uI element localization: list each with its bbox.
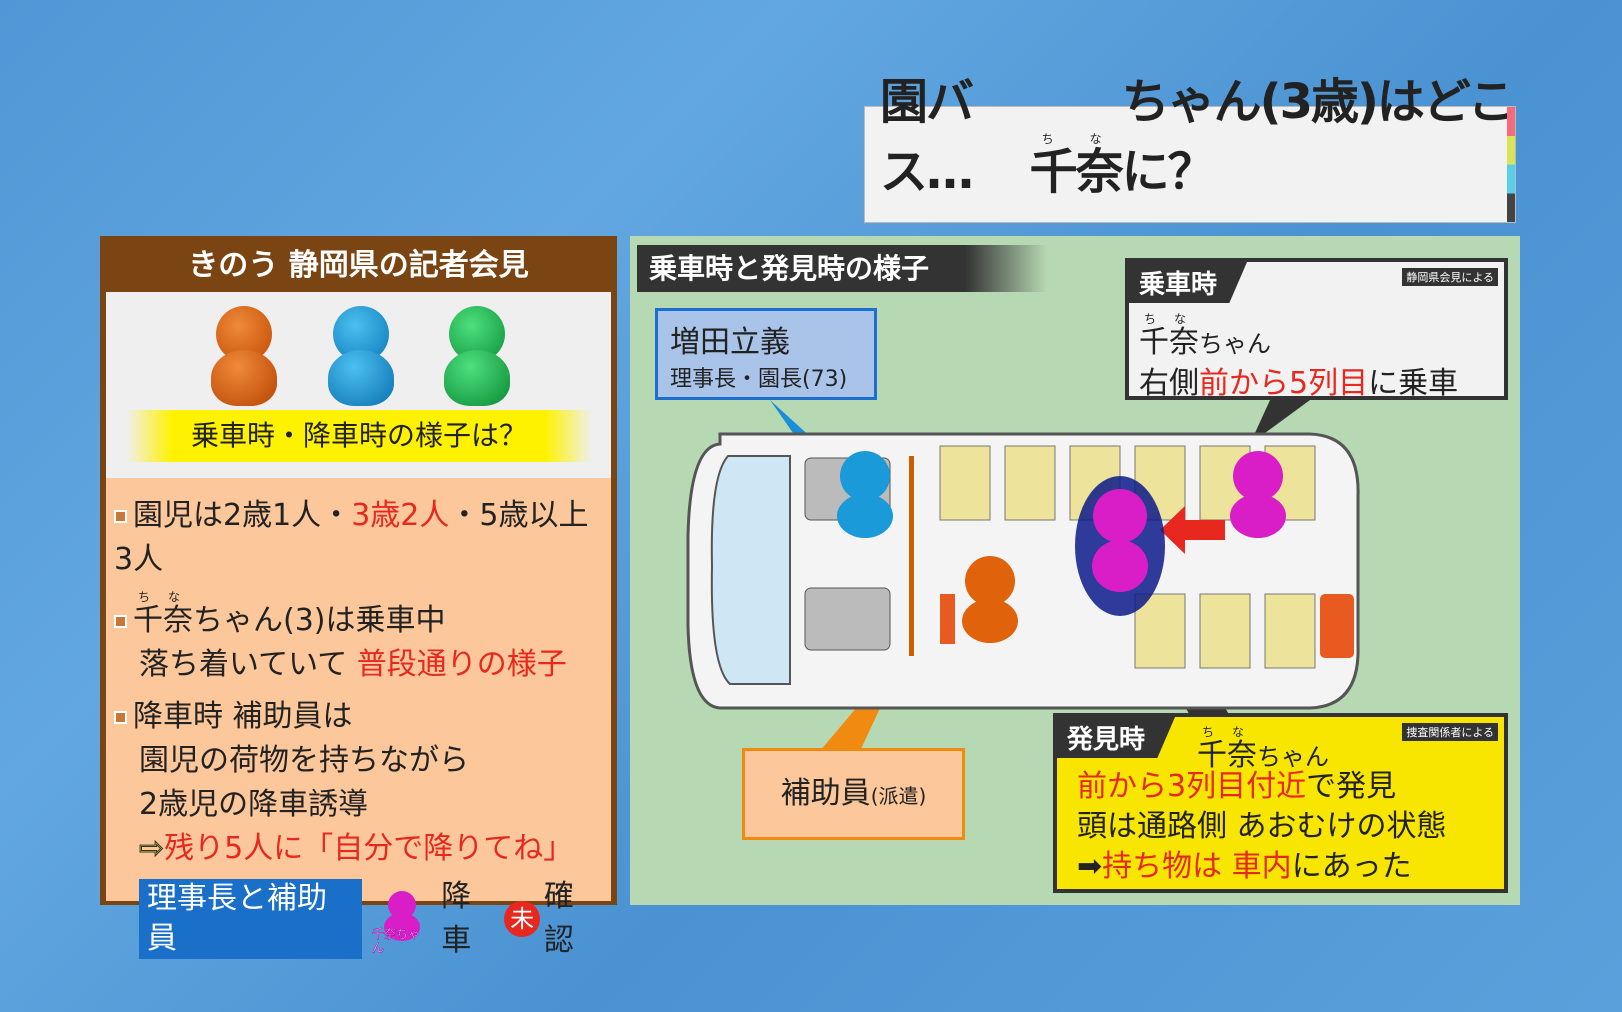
fact-highlight: 残り5人に「自分で降りてね」 xyxy=(164,831,574,866)
bullet-icon xyxy=(114,510,127,523)
facts-list: 園児は2歳1人・3歳2人・5歳以上3人 千奈ちなちゃん(3)は乗車中 落ち着いて… xyxy=(106,478,611,959)
staff-label: 理事長と補助員 xyxy=(139,879,363,959)
fact-chinachan: 千奈ちなちゃん(3)は乗車中 xyxy=(114,590,603,643)
arrow-left-icon xyxy=(1160,506,1225,554)
chinachan-boarding-body xyxy=(1230,494,1286,538)
fact-highlight: 3歳2人 xyxy=(351,498,450,533)
arrow-right-icon: ⇨ xyxy=(138,831,165,867)
seat xyxy=(939,445,991,521)
found-tag: 発見時 xyxy=(1057,717,1176,758)
bullet-icon xyxy=(114,615,127,628)
fact-line: 園児の荷物を持ちながら xyxy=(139,743,469,778)
windshield xyxy=(710,455,791,685)
assistant-body xyxy=(962,599,1018,643)
found-text: 前から3列目付近で発見 頭は通路側 あおむけの状態 ➡持ち物は 車内にあった xyxy=(1077,767,1447,887)
fact-arrow-line: ⇨残り5人に「自分で降りてね」 xyxy=(114,827,603,871)
boarding-side: 右側 xyxy=(1139,366,1199,401)
seat xyxy=(1004,445,1056,521)
figures-area: 乗車時・降車時の様子は？ xyxy=(106,292,611,478)
ruby-text: ちな xyxy=(133,590,193,604)
title-banner: 園バス… 千奈ちな ちゃん(3歳)はどこに？ xyxy=(865,74,1515,222)
bullet-icon xyxy=(114,711,127,724)
title-text-pre: 園バス… xyxy=(880,74,974,200)
found-location: 前から3列目付近 xyxy=(1077,769,1307,804)
boarding-text: 千奈ちなちゃん 右側前から5列目に乗車 xyxy=(1139,312,1458,404)
title-ruby: ちな xyxy=(1029,132,1122,146)
ruby-text: ちな xyxy=(1197,725,1257,739)
found-source: 捜査関係者による xyxy=(1402,723,1498,741)
fact-text: 降車時 補助員は xyxy=(133,699,353,734)
assistant-label: 補助員 xyxy=(780,776,871,811)
name-text: 千奈 xyxy=(1139,325,1199,360)
assistant-head xyxy=(965,556,1015,606)
fact-unloading: 降車時 補助員は xyxy=(114,695,603,739)
partition xyxy=(909,456,914,656)
fact-highlight: 普段通りの様子 xyxy=(356,647,567,682)
text-confirm: 確認 xyxy=(543,879,574,958)
found-text-b: にあった xyxy=(1291,849,1412,884)
chinachan-boarding-head xyxy=(1233,451,1283,501)
chinachan-found-body xyxy=(1092,540,1148,592)
press-conference-panel: きのう 静岡県の記者会見 乗車時・降車時の様子は？ 園児は2歳1人・3歳2人・5… xyxy=(100,236,617,959)
person-orange-icon xyxy=(211,306,277,406)
boarding-action: に乗車 xyxy=(1368,366,1459,401)
fact-text: ちゃん(3)は乗車中 xyxy=(193,603,446,638)
unconfirmed-line: 理事長と補助員 千奈ちゃん 降車未確認 xyxy=(114,875,603,963)
panel-header: きのう 静岡県の記者会見 xyxy=(188,248,529,283)
rear-seat xyxy=(1320,594,1354,658)
title-name: 千奈ちな xyxy=(1029,132,1124,202)
chinachan-label: 千奈ちゃん xyxy=(372,927,421,956)
seat xyxy=(1134,593,1186,669)
ruby-text: ちな xyxy=(1139,312,1199,326)
name-suffix: ちゃん xyxy=(1199,330,1271,358)
question-label: 乗車時・降車時の様子は？ xyxy=(126,410,592,462)
arrow-right-icon: ➡ xyxy=(1077,849,1103,884)
fact-text: 落ち着いていて xyxy=(139,647,357,682)
name-ruby: 千奈ちな xyxy=(133,590,193,638)
seat xyxy=(1264,593,1316,669)
fact-line: 2歳児の降車誘導 xyxy=(139,787,369,822)
found-posture: 頭は通路側 あおむけの状態 xyxy=(1077,809,1447,844)
found-callout: 発見時 捜査関係者による 千奈ちなちゃん 前から3列目付近で発見 頭は通路側 あ… xyxy=(1053,713,1508,893)
assistant-callout: 補助員(派遣) xyxy=(742,748,965,840)
fact-children: 園児は2歳1人・3歳2人・5歳以上3人 xyxy=(114,494,603,582)
title-text-post: ちゃん(3歳)はどこに？ xyxy=(1121,74,1516,200)
boarding-callout: 乗車時 静岡県会見による 千奈ちなちゃん 右側前から5列目に乗車 xyxy=(1125,258,1508,401)
name-text: 千奈 xyxy=(1197,738,1257,773)
boarding-tag: 乗車時 xyxy=(1129,262,1248,303)
person-blue-icon xyxy=(328,306,394,406)
name-suffix: ちゃん xyxy=(1257,743,1329,771)
chinachan-found-head xyxy=(1093,489,1147,543)
boarding-row: 前から5列目 xyxy=(1199,366,1369,401)
assistant-note: (派遣) xyxy=(870,784,927,808)
director-role: 理事長・園長(73) xyxy=(670,367,848,392)
fact-line: 落ち着いていて 普段通りの様子 xyxy=(114,643,603,687)
director-head xyxy=(840,451,890,501)
text-unload: 降車 xyxy=(441,879,472,958)
front-seat xyxy=(804,587,891,651)
boarding-source: 静岡県会見による xyxy=(1402,268,1498,286)
director-pointer xyxy=(770,400,815,443)
bus-diagram xyxy=(686,400,1360,751)
diagram-panel: 乗車時と発見時の様子 増田立義 理事長・園長(73) 補助員(派遣) 乗車時 静… xyxy=(630,236,1520,905)
director-name: 増田立義 xyxy=(670,325,790,360)
assistant-seat xyxy=(940,594,955,644)
not-yet-badge: 未 xyxy=(504,901,540,937)
color-strip xyxy=(1507,107,1515,222)
seat xyxy=(1199,593,1251,669)
found-name: 千奈ちなちゃん xyxy=(1197,725,1329,777)
name-text: 千奈 xyxy=(133,603,193,638)
found-text-a: で発見 xyxy=(1306,769,1397,804)
chinachan-figure-icon: 千奈ちゃん xyxy=(372,891,431,955)
person-green-icon xyxy=(444,306,510,406)
diagram-header: 乗車時と発見時の様子 xyxy=(637,245,1047,292)
fact-text: ・5歳以上3人 xyxy=(114,498,589,577)
director-callout: 増田立義 理事長・園長(73) xyxy=(655,308,877,400)
director-body xyxy=(837,494,893,538)
fact-text: 園児は2歳1人・ xyxy=(133,498,352,533)
found-belongings: 持ち物は 車内 xyxy=(1102,849,1292,884)
title-name-text: 千奈 xyxy=(1029,144,1124,200)
